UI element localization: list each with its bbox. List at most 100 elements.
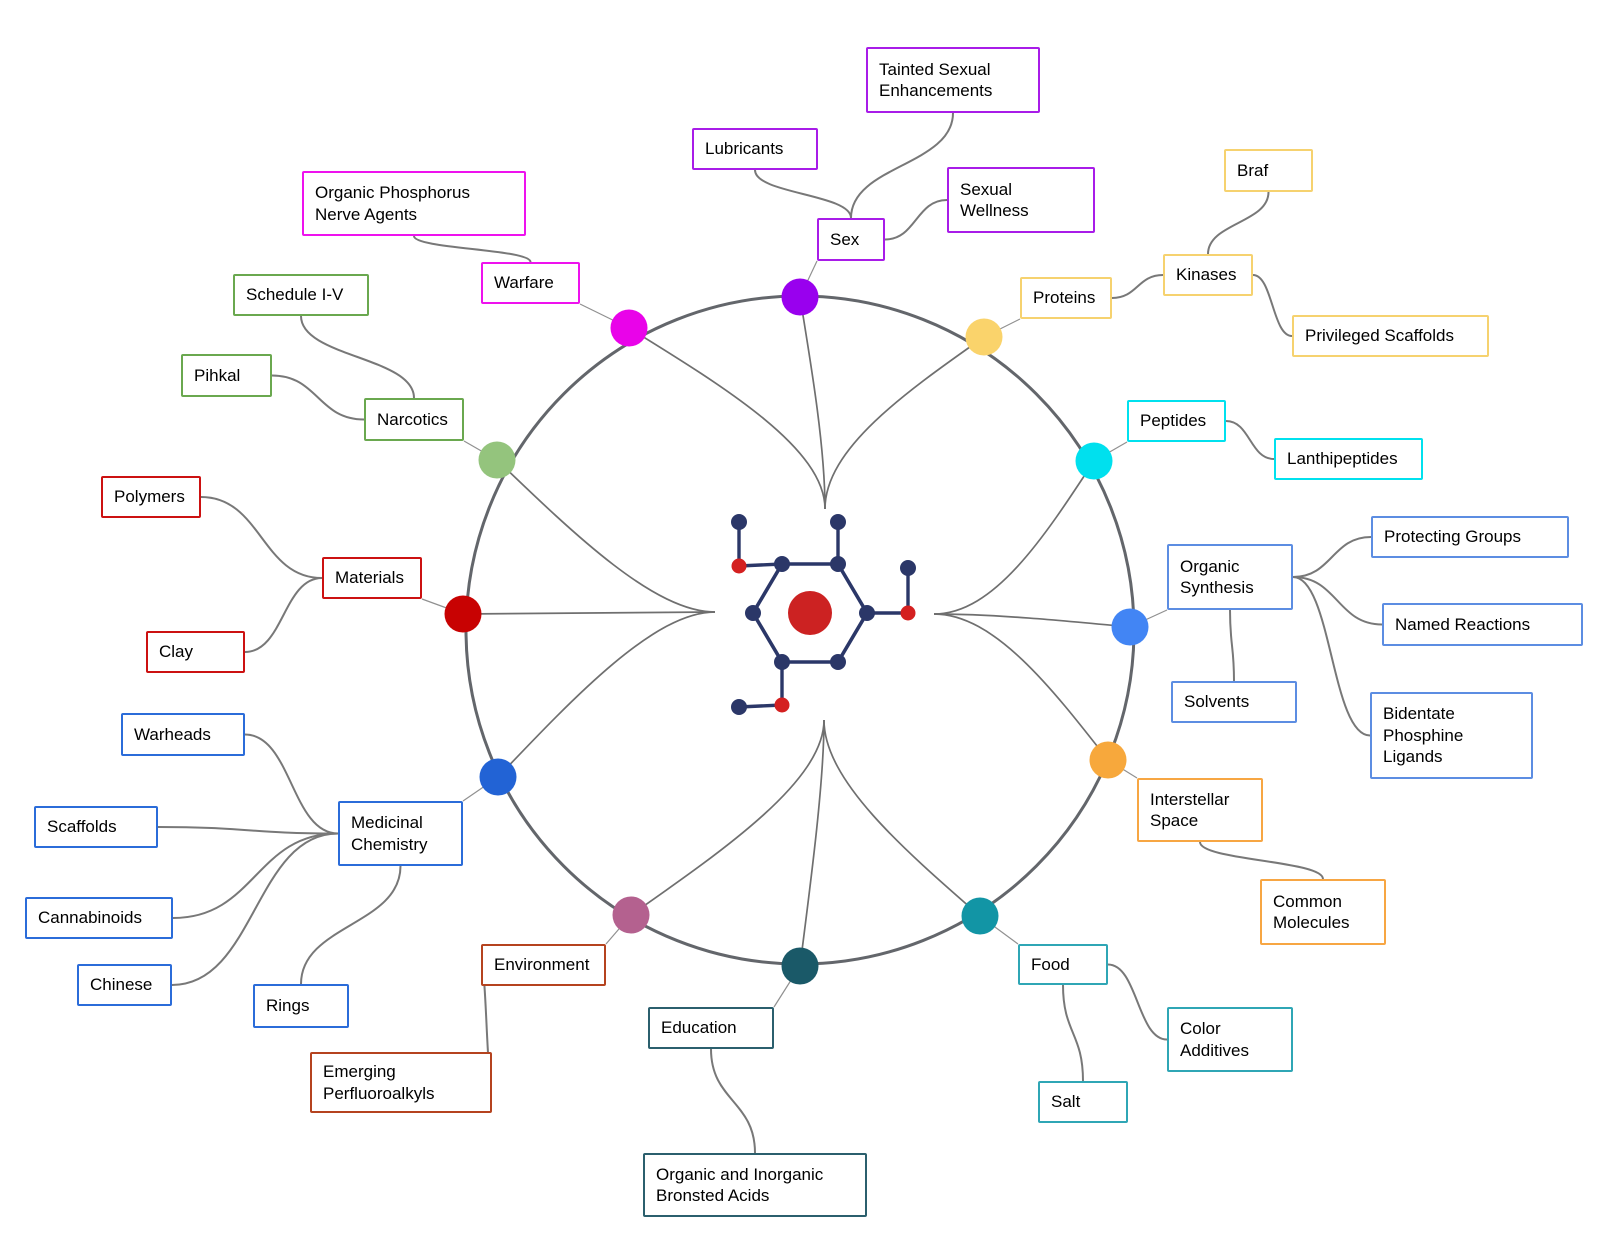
node-label: Narcotics bbox=[377, 409, 448, 429]
node-solvents[interactable]: Solvents bbox=[1171, 681, 1297, 723]
node-warfare[interactable]: Warfare bbox=[481, 262, 580, 304]
bundle-curve-environment bbox=[630, 719, 825, 916]
node-label: Bidentate Phosphine Ligands bbox=[1383, 704, 1464, 767]
node-lanthipeptides[interactable]: Lanthipeptides bbox=[1274, 438, 1423, 480]
link-curve-clay bbox=[244, 577, 323, 653]
node-dot-interstellar-space[interactable] bbox=[1089, 741, 1127, 779]
bundle-curve-education bbox=[799, 719, 825, 967]
node-salt[interactable]: Salt bbox=[1038, 1081, 1128, 1123]
node-bidentate-phosphine-ligands[interactable]: Bidentate Phosphine Ligands bbox=[1370, 692, 1533, 779]
link-curve-color-additives bbox=[1107, 963, 1168, 1041]
bundle-curve-food bbox=[823, 719, 981, 917]
bundle-curve-peptides bbox=[933, 460, 1095, 615]
node-dot-materials[interactable] bbox=[444, 595, 482, 633]
node-label: Tainted Sexual Enhancements bbox=[879, 59, 993, 101]
link-curve-lanthipeptides bbox=[1225, 420, 1275, 460]
node-label: Rings bbox=[266, 996, 310, 1016]
link-curve-cannabinoids bbox=[172, 832, 339, 919]
bundle-curve-interstellar-space bbox=[933, 613, 1109, 761]
link-curve-organic-phosphorus-nerve-agents bbox=[413, 235, 532, 263]
node-cannabinoids[interactable]: Cannabinoids bbox=[25, 897, 173, 939]
node-dot-environment[interactable] bbox=[612, 896, 650, 934]
node-common-molecules[interactable]: Common Molecules bbox=[1260, 879, 1386, 945]
node-narcotics[interactable]: Narcotics bbox=[364, 398, 464, 441]
node-emerging-perfluoroalkyls[interactable]: Emerging Perfluoroalkyls bbox=[310, 1052, 492, 1113]
node-kinases[interactable]: Kinases bbox=[1163, 254, 1253, 296]
node-label: Peptides bbox=[1140, 411, 1207, 431]
node-dot-education[interactable] bbox=[781, 947, 819, 985]
node-materials[interactable]: Materials bbox=[322, 557, 422, 599]
link-curve-lubricants bbox=[754, 169, 852, 219]
node-scaffolds[interactable]: Scaffolds bbox=[34, 806, 158, 848]
link-curve-braf bbox=[1207, 191, 1270, 255]
node-organic-and-inorganic-bronsted-acids[interactable]: Organic and Inorganic Bronsted Acids bbox=[643, 1153, 867, 1217]
node-education[interactable]: Education bbox=[648, 1007, 774, 1049]
node-dot-narcotics[interactable] bbox=[478, 441, 516, 479]
link-curve-scaffolds bbox=[157, 826, 339, 835]
link-curve-organic-and-inorganic-bronsted-acids bbox=[710, 1048, 756, 1154]
link-curve-pihkal bbox=[271, 374, 365, 421]
node-label: Scaffolds bbox=[47, 817, 117, 837]
node-color-additives[interactable]: Color Additives bbox=[1167, 1007, 1293, 1072]
node-label: Salt bbox=[1051, 1092, 1081, 1112]
link-curve-named-reactions bbox=[1292, 576, 1383, 626]
node-label: Emerging Perfluoroalkyls bbox=[323, 1062, 435, 1103]
node-named-reactions[interactable]: Named Reactions bbox=[1382, 603, 1583, 646]
bundle-curve-organic-synthesis bbox=[933, 613, 1131, 628]
link-curve-polymers bbox=[200, 496, 323, 579]
bundle-curve-sex bbox=[799, 296, 826, 510]
node-tainted-sexual-enhancements[interactable]: Tainted Sexual Enhancements bbox=[866, 47, 1040, 113]
node-label: Warfare bbox=[494, 273, 554, 293]
link-curve-bidentate-phosphine-ligands bbox=[1292, 576, 1371, 737]
node-sexual-wellness[interactable]: Sexual Wellness bbox=[947, 167, 1095, 233]
node-dot-proteins[interactable] bbox=[965, 318, 1003, 356]
node-label: Materials bbox=[335, 568, 404, 588]
node-label: Clay bbox=[159, 642, 194, 662]
node-proteins[interactable]: Proteins bbox=[1020, 277, 1112, 319]
node-dot-sex[interactable] bbox=[781, 278, 819, 316]
node-label: Lanthipeptides bbox=[1287, 449, 1398, 469]
node-peptides[interactable]: Peptides bbox=[1127, 400, 1226, 442]
bundle-curve-medicinal-chemistry bbox=[497, 611, 716, 778]
node-privileged-scaffolds[interactable]: Privileged Scaffolds bbox=[1292, 315, 1489, 357]
node-label: Cannabinoids bbox=[38, 908, 142, 928]
bundle-curve-proteins bbox=[824, 336, 985, 510]
node-dot-peptides[interactable] bbox=[1075, 442, 1113, 480]
node-dot-food[interactable] bbox=[961, 897, 999, 935]
node-label: Protecting Groups bbox=[1384, 527, 1522, 547]
node-schedule-i-v[interactable]: Schedule I-V bbox=[233, 274, 369, 316]
link-curve-solvents bbox=[1229, 609, 1235, 682]
link-curve-privileged-scaffolds bbox=[1252, 274, 1293, 337]
node-label: Interstellar Space bbox=[1150, 789, 1230, 831]
node-warheads[interactable]: Warheads bbox=[121, 713, 245, 756]
node-medicinal-chemistry[interactable]: Medicinal Chemistry bbox=[338, 801, 463, 866]
node-label: Proteins bbox=[1033, 288, 1096, 308]
node-food[interactable]: Food bbox=[1018, 944, 1108, 985]
node-pihkal[interactable]: Pihkal bbox=[181, 354, 272, 397]
node-label: Common Molecules bbox=[1273, 891, 1350, 933]
node-sex[interactable]: Sex bbox=[817, 218, 885, 261]
link-curve-tainted-sexual-enhancements bbox=[850, 112, 954, 219]
molecule-icon bbox=[731, 514, 916, 715]
node-label: Solvents bbox=[1184, 692, 1250, 712]
node-lubricants[interactable]: Lubricants bbox=[692, 128, 818, 170]
node-interstellar-space[interactable]: Interstellar Space bbox=[1137, 778, 1263, 842]
node-organic-phosphorus-nerve-agents[interactable]: Organic Phosphorus Nerve Agents bbox=[302, 171, 526, 236]
node-environment[interactable]: Environment bbox=[481, 944, 606, 986]
node-organic-synthesis[interactable]: Organic Synthesis bbox=[1167, 544, 1293, 610]
node-dot-medicinal-chemistry[interactable] bbox=[479, 758, 517, 796]
node-label: Education bbox=[661, 1018, 737, 1038]
node-braf[interactable]: Braf bbox=[1224, 149, 1313, 192]
node-dot-warfare[interactable] bbox=[610, 309, 648, 347]
node-label: Named Reactions bbox=[1395, 614, 1531, 634]
link-curve-rings bbox=[300, 865, 402, 985]
node-polymers[interactable]: Polymers bbox=[101, 476, 201, 518]
node-dot-organic-synthesis[interactable] bbox=[1111, 608, 1149, 646]
node-rings[interactable]: Rings bbox=[253, 984, 349, 1028]
node-clay[interactable]: Clay bbox=[146, 631, 245, 673]
node-label: Organic Synthesis bbox=[1180, 556, 1254, 598]
bundle-curve-materials bbox=[462, 611, 716, 615]
node-chinese[interactable]: Chinese bbox=[77, 964, 172, 1006]
node-protecting-groups[interactable]: Protecting Groups bbox=[1371, 516, 1569, 558]
